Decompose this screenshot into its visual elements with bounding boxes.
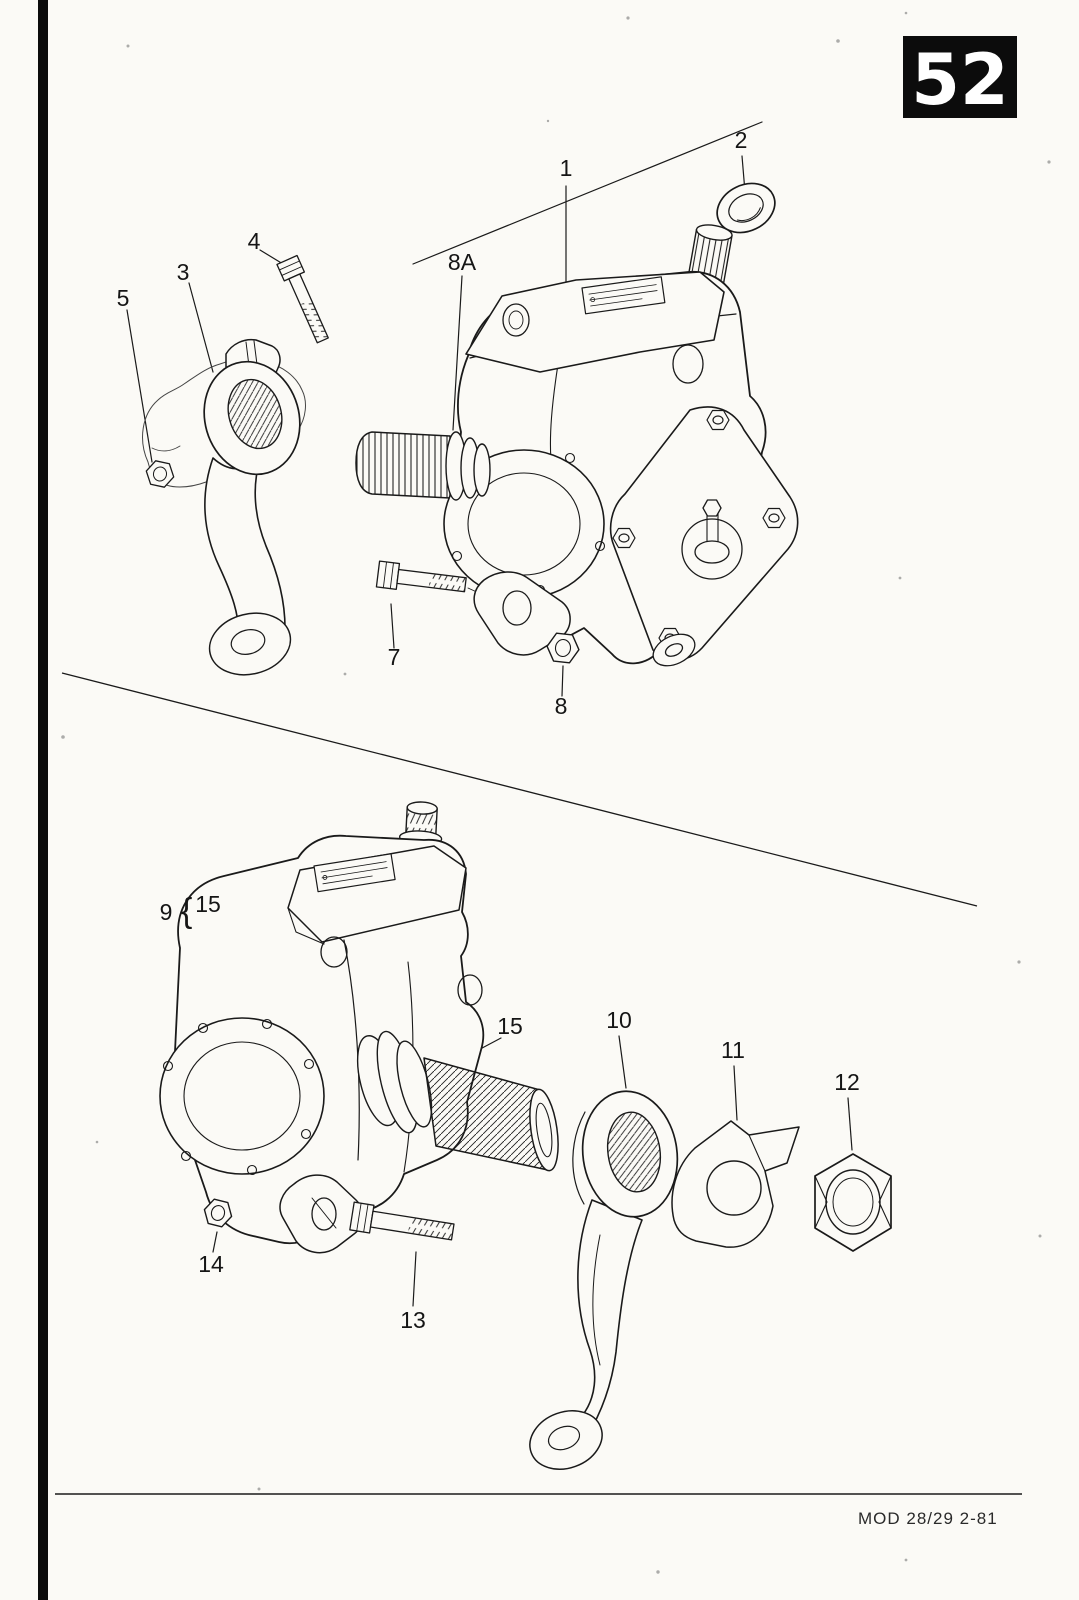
callout-5: 5 <box>117 285 130 311</box>
left-margin-bar <box>38 0 48 1600</box>
arm-splined-eye <box>227 378 283 450</box>
upper-callout-labels: 1 2 3 4 5 7 8 8A <box>117 127 748 719</box>
lock-plate-part-11 <box>671 1120 800 1248</box>
section-divider-line <box>61 672 978 907</box>
upper-assembly <box>126 121 799 697</box>
callout-9: 9 <box>160 899 173 925</box>
worm-shaft <box>355 431 451 499</box>
housing-foot <box>652 633 696 667</box>
arm-body-lower <box>551 1199 643 1439</box>
nut-part-8 <box>546 632 580 664</box>
page-number: 52 <box>911 39 1008 121</box>
flange-hole <box>502 303 530 337</box>
callout-9-brace: { <box>181 892 192 930</box>
pitman-arm-lower <box>529 1090 679 1470</box>
callout-11: 11 <box>721 1037 745 1063</box>
bolt-part-4 <box>276 254 329 344</box>
bolt-part-7 <box>375 560 467 593</box>
flange-hole-left <box>320 936 348 968</box>
callout-2: 2 <box>735 127 748 153</box>
page-number-block <box>903 36 1017 118</box>
nut-part-14 <box>203 1198 233 1228</box>
callout-13: 13 <box>400 1307 426 1333</box>
callout-3: 3 <box>177 259 190 285</box>
seal-ring-part-2 <box>716 182 776 234</box>
front-cover-bolts-lower <box>162 1018 315 1176</box>
bolt-part-13 <box>349 1201 455 1241</box>
pitman-arm-upper <box>142 338 306 676</box>
footer-reference: MOD 28/29 2-81 <box>858 1509 998 1528</box>
arm-foot-lower <box>529 1410 603 1470</box>
callout-8a: 8A <box>448 249 477 275</box>
callout-10: 10 <box>606 1007 632 1033</box>
callout-14: 14 <box>198 1251 224 1277</box>
output-shaft-seals <box>356 1030 433 1134</box>
upper-leader-lines <box>126 121 763 697</box>
adjuster-screw <box>681 499 743 580</box>
lock-wire-squiggle <box>142 357 306 488</box>
callout-8: 8 <box>555 693 568 719</box>
front-cover-lower <box>159 1017 325 1175</box>
arm-splined-eye-lower <box>606 1111 662 1193</box>
callout-9-15: 15 <box>195 891 221 917</box>
worm-shaft-seals <box>445 431 491 501</box>
id-plate <box>581 276 666 315</box>
callout-12: 12 <box>834 1069 860 1095</box>
side-cover-bolts <box>612 409 786 649</box>
lower-callout-labels: 9 { 15 10 11 12 13 14 15 <box>160 891 860 1333</box>
flange-hole-right <box>457 974 483 1006</box>
lower-assembly <box>159 801 892 1470</box>
noise-speckles <box>61 11 1051 1574</box>
nut-part-5 <box>145 460 175 488</box>
steering-gearbox-upper <box>355 224 799 667</box>
lock-wire-squiggle-2 <box>151 445 181 452</box>
callout-7: 7 <box>388 644 401 670</box>
callout-15: 15 <box>497 1013 523 1039</box>
hex-nut-part-12 <box>814 1153 892 1252</box>
steering-gearbox-lower <box>159 801 559 1254</box>
callout-1: 1 <box>560 155 573 181</box>
id-plate-lower <box>313 853 396 893</box>
arm-foot <box>208 612 292 676</box>
clamp-lug-lower <box>279 1174 364 1254</box>
callout-4: 4 <box>248 228 261 254</box>
